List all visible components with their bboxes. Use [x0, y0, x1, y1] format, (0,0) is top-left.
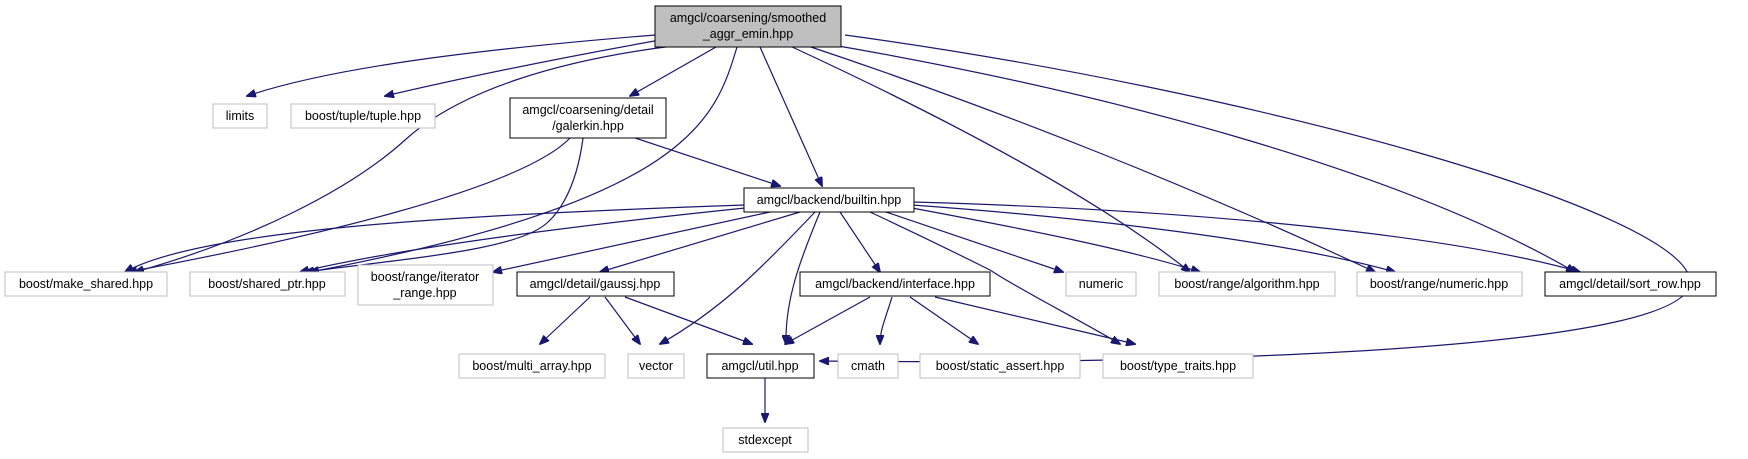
node-builtin[interactable]: amgcl/backend/builtin.hpp: [743, 187, 915, 213]
node-make-shared[interactable]: boost/make_shared.hpp: [4, 271, 168, 297]
edge-root-galerkin: [630, 46, 717, 96]
node-sort-row-label: amgcl/detail/sort_row.hpp: [1559, 277, 1701, 291]
node-gaussj-label: amgcl/detail/gaussj.hpp: [530, 277, 661, 291]
edge-builtin-vector: [660, 211, 816, 344]
edge-builtin-algorithm: [911, 207, 1200, 272]
edge-builtin-sort-row: [911, 201, 1580, 272]
node-stdexcept[interactable]: stdexcept: [722, 427, 809, 453]
edge-builtin-iterator-range: [493, 211, 771, 272]
node-vector-label: vector: [639, 359, 673, 373]
edge-interface-type-traits: [934, 296, 1135, 344]
node-make-shared-label: boost/make_shared.hpp: [19, 277, 153, 291]
node-cmath[interactable]: cmath: [837, 353, 899, 379]
edge-gaussj-multi-array: [540, 296, 591, 344]
edge-galerkin-shared-ptr: [305, 137, 584, 272]
node-tuple-label: boost/tuple/tuple.hpp: [305, 109, 421, 123]
edge-builtin-gaussj: [600, 211, 801, 272]
node-algorithm[interactable]: boost/range/algorithm.hpp: [1158, 271, 1336, 297]
edge-builtin-util: [786, 211, 821, 344]
node-static-assert[interactable]: boost/static_assert.hpp: [919, 353, 1081, 379]
node-galerkin[interactable]: amgcl/coarsening/detail /galerkin.hpp: [509, 97, 667, 139]
node-builtin-label: amgcl/backend/builtin.hpp: [757, 193, 902, 207]
edge-root-tuple: [385, 39, 661, 96]
edge-gaussj-vector: [604, 296, 640, 344]
edge-root-algorithm: [789, 45, 1190, 272]
node-util[interactable]: amgcl/util.hpp: [706, 353, 815, 379]
node-root[interactable]: amgcl/coarsening/smoothed _aggr_emin.hpp: [654, 5, 842, 48]
edge-interface-util: [785, 296, 871, 344]
node-root-line1: amgcl/coarsening/smoothed: [670, 11, 826, 25]
node-sort-row[interactable]: amgcl/detail/sort_row.hpp: [1544, 271, 1717, 297]
edge-galerkin-make-shared: [128, 137, 571, 272]
node-multi-array[interactable]: boost/multi_array.hpp: [458, 353, 606, 379]
node-limits-label: limits: [226, 109, 254, 123]
node-cmath-label: cmath: [851, 359, 885, 373]
node-stdexcept-label: stdexcept: [738, 433, 792, 447]
edge-root-range-numeric: [804, 44, 1375, 272]
node-type-traits[interactable]: boost/type_traits.hpp: [1102, 353, 1254, 379]
edge-root-shared-ptr: [310, 46, 738, 272]
node-numeric-label: numeric: [1079, 277, 1123, 291]
node-algorithm-label: boost/range/algorithm.hpp: [1174, 277, 1319, 291]
node-type-traits-label: boost/type_traits.hpp: [1120, 359, 1236, 373]
node-gaussj[interactable]: amgcl/detail/gaussj.hpp: [516, 271, 675, 297]
node-util-label: amgcl/util.hpp: [721, 359, 798, 373]
node-numeric[interactable]: numeric: [1065, 271, 1137, 297]
edge-root-builtin: [759, 46, 822, 186]
node-galerkin-line2: /galerkin.hpp: [552, 119, 624, 133]
node-tuple[interactable]: boost/tuple/tuple.hpp: [290, 103, 436, 129]
node-root-line2: _aggr_emin.hpp: [702, 27, 793, 41]
edge-root-util: [820, 34, 1691, 362]
edge-root-limits: [247, 34, 656, 96]
node-shared-ptr-label: boost/shared_ptr.hpp: [208, 277, 325, 291]
edge-builtin-interface: [839, 211, 880, 272]
node-range-numeric[interactable]: boost/range/numeric.hpp: [1356, 271, 1523, 297]
node-iterator-range[interactable]: boost/range/iterator _range.hpp: [357, 264, 494, 306]
edge-interface-static-assert: [909, 296, 978, 344]
node-interface[interactable]: amgcl/backend/interface.hpp: [799, 271, 991, 297]
node-shared-ptr[interactable]: boost/shared_ptr.hpp: [189, 271, 346, 297]
edge-builtin-make-shared: [125, 204, 746, 272]
edge-galerkin-builtin: [634, 137, 780, 186]
node-limits[interactable]: limits: [212, 103, 268, 129]
node-galerkin-line1: amgcl/coarsening/detail: [522, 103, 653, 117]
node-interface-label: amgcl/backend/interface.hpp: [815, 277, 975, 291]
edges: [125, 34, 1691, 422]
node-range-numeric-label: boost/range/numeric.hpp: [1370, 277, 1508, 291]
edge-builtin-type-traits: [869, 211, 1120, 344]
edge-interface-cmath: [880, 296, 893, 344]
edge-root-sort-row: [814, 41, 1575, 272]
node-iterator-range-line2: _range.hpp: [392, 286, 456, 300]
edge-root-make-shared: [135, 45, 674, 272]
edge-builtin-range-numeric: [911, 204, 1395, 272]
node-multi-array-label: boost/multi_array.hpp: [472, 359, 591, 373]
edge-builtin-numeric: [879, 209, 1063, 272]
node-static-assert-label: boost/static_assert.hpp: [936, 359, 1065, 373]
nodes: amgcl/coarsening/smoothed _aggr_emin.hpp…: [4, 5, 1717, 453]
node-iterator-range-line1: boost/range/iterator: [371, 270, 479, 284]
edge-builtin-shared-ptr: [300, 207, 746, 272]
node-vector[interactable]: vector: [627, 353, 685, 379]
edge-gaussj-util: [624, 296, 752, 344]
